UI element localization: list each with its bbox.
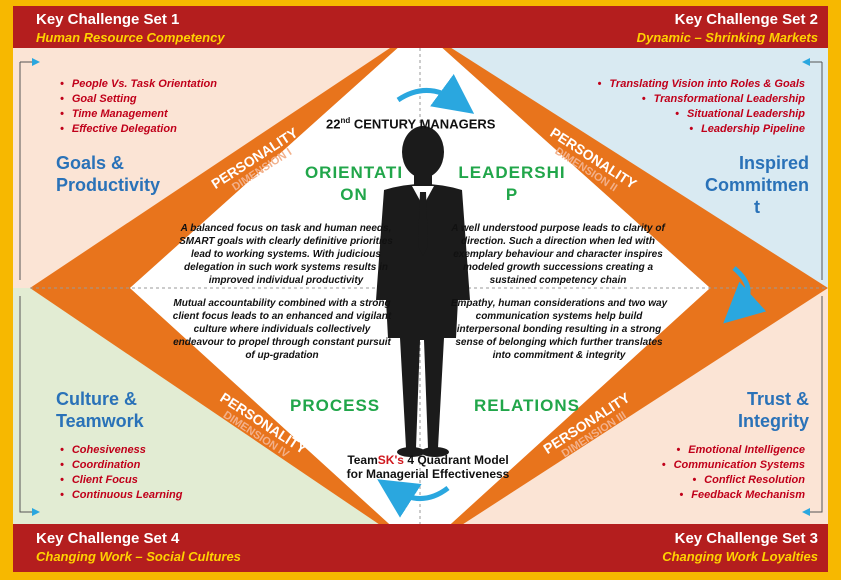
center-title-text: CENTURY MANAGERS [350, 116, 496, 132]
bullet-list-tr: Translating Vision into Roles & Goals Tr… [598, 77, 805, 137]
paragraph-br: Empathy, human considerations and two wa… [450, 298, 668, 361]
caption-rest: 4 Quadrant Model [403, 453, 509, 467]
businessman-silhouette-icon [376, 126, 470, 457]
list-item: Goal Setting [60, 92, 217, 107]
label-orientation-line1: ORIENTATI [304, 163, 404, 182]
model-caption-line2: for Managerial Effectiveness [346, 467, 510, 481]
list-item: Translating Vision into Roles & Goals [598, 77, 805, 92]
quadrant-title-tl-line2: Productivity [56, 175, 161, 195]
paragraph-tr: A well understood purpose leads to clari… [451, 223, 665, 286]
header-subtitle-bl: Changing Work – Social Cultures [36, 549, 241, 564]
quadrant-title-tr-line2: Commitmen [704, 175, 809, 195]
header-subtitle-tl: Human Resource Competency [36, 30, 225, 45]
list-item: Effective Delegation [60, 122, 217, 137]
center-title-number: 22 [326, 116, 341, 132]
model-caption-line1: TeamSK's 4 Quadrant Model [338, 453, 518, 467]
connector-left-bottom [19, 296, 40, 516]
header-bar-bl [13, 524, 420, 572]
center-title: 22nd CENTURY MANAGERS [326, 116, 495, 131]
caption-brand: SK's [377, 453, 404, 467]
paragraph-tl: A balanced focus on task and human needs… [179, 223, 393, 286]
list-item: Cohesiveness [60, 443, 182, 458]
quadrant-title-br: Trust & Integrity [738, 388, 809, 432]
list-item: Coordination [60, 458, 182, 473]
quadrant-title-br-line1: Trust & [746, 389, 809, 409]
bullet-list-br: Emotional Intelligence Communication Sys… [662, 443, 805, 503]
label-orientation: ORIENTATI ON [296, 162, 412, 206]
label-leadership-line2: P [505, 185, 519, 204]
list-item: Situational Leadership [598, 107, 805, 122]
header-title-tr: Key Challenge Set 2 [674, 11, 818, 28]
header-title-br: Key Challenge Set 3 [674, 530, 818, 547]
quadrant-title-bl-line2: Teamwork [56, 411, 144, 431]
list-item: Leadership Pipeline [598, 122, 805, 137]
label-process: PROCESS [290, 396, 381, 415]
triangle-tl [30, 28, 420, 288]
quadrant-title-bl-line1: Culture & [56, 389, 137, 409]
bullet-list-bl: Cohesiveness Coordination Client Focus C… [60, 443, 183, 503]
quadrant-title-bl: Culture & Teamwork [56, 388, 144, 432]
triangle-tr [420, 28, 828, 288]
quadrant-title-br-line2: Integrity [737, 411, 809, 431]
header-subtitle-tr: Dynamic – Shrinking Markets [636, 30, 818, 45]
paragraph-bl: Mutual accountability combined with a st… [172, 298, 392, 361]
quadrant-title-tl: Goals & Productivity [56, 152, 160, 196]
curved-arrow-right [723, 266, 767, 324]
bullet-list-tl: People Vs. Task Orientation Goal Setting… [60, 77, 217, 137]
curved-arrow-bottom [377, 479, 450, 518]
header-title-bl: Key Challenge Set 4 [36, 530, 180, 547]
caption-prefix: Team [347, 453, 378, 467]
quadrant-title-tr: Inspired Commitmen t [705, 152, 809, 218]
label-relations: RELATIONS [474, 396, 580, 415]
header-bar-tr [420, 6, 828, 48]
quadrant-title-tr-line1: Inspired [738, 153, 809, 173]
list-item: Communication Systems [662, 458, 805, 473]
list-item: Continuous Learning [60, 488, 183, 503]
list-item: People Vs. Task Orientation [60, 77, 217, 92]
list-item: Time Management [60, 107, 217, 122]
list-item: Transformational Leadership [598, 92, 805, 107]
list-item: Conflict Resolution [662, 473, 805, 488]
quadrant-title-tl-line1: Goals & [56, 153, 125, 173]
triangle-br [420, 288, 828, 552]
header-subtitle-br: Changing Work Loyalties [662, 549, 818, 564]
list-item: Client Focus [60, 473, 182, 488]
label-leadership-line1: LEADERSHI [458, 163, 566, 182]
model-caption: TeamSK's 4 Quadrant Model for Managerial… [338, 453, 518, 481]
curved-arrow-top [396, 74, 475, 114]
connector-right-bottom [802, 296, 823, 516]
header-bar-br [420, 524, 828, 572]
header-bar-tl [13, 6, 420, 48]
label-leadership: LEADERSHI P [454, 162, 570, 206]
list-item: Emotional Intelligence [662, 443, 805, 458]
triangle-bl [30, 288, 420, 552]
list-item: Feedback Mechanism [662, 488, 805, 503]
label-orientation-line2: ON [340, 185, 368, 204]
center-title-suffix: nd [340, 116, 351, 125]
header-title-tl: Key Challenge Set 1 [36, 11, 180, 28]
quadrant-title-tr-line3: t [753, 197, 760, 217]
